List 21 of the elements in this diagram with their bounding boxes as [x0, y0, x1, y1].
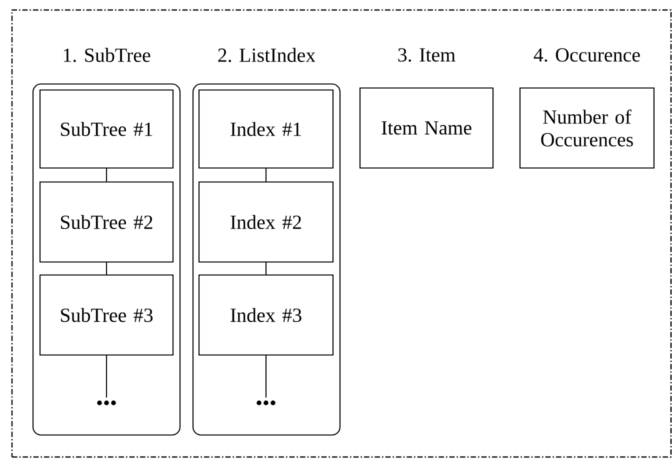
field-box: Item Name	[359, 87, 494, 169]
field-box: Number of Occurences	[519, 87, 655, 169]
connector-line	[265, 356, 267, 398]
entry-box: Index #1	[198, 89, 334, 169]
connector-line	[265, 168, 267, 182]
entry-box: SubTree #3	[39, 274, 174, 356]
entry-box: Index #3	[198, 274, 334, 356]
ellipsis: •••	[97, 400, 116, 406]
connector-line	[106, 168, 108, 182]
entry-box: SubTree #2	[39, 181, 174, 263]
column-heading: 1. SubTree	[64, 48, 150, 62]
column-heading: 3. Item	[398, 48, 456, 62]
outer-frame	[11, 9, 672, 458]
column-heading: 2. ListIndex	[218, 48, 316, 62]
connector-line	[265, 262, 267, 274]
connector-line	[106, 262, 108, 274]
entry-box: Index #2	[198, 181, 334, 263]
column-heading: 4. Occurence	[534, 48, 640, 62]
ellipsis: •••	[256, 400, 276, 406]
entry-box: SubTree #1	[39, 89, 174, 169]
connector-line	[106, 356, 108, 398]
